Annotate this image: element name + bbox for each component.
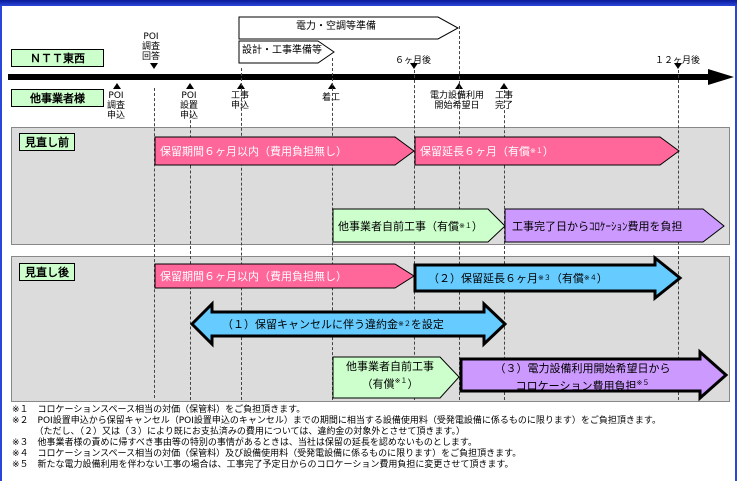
footnote-1: ※１ コロケーションスペース相当の対価（保管料）をご負担頂きます。 [12, 405, 306, 415]
prep-arrows [238, 16, 460, 64]
tick-poi-survey-app [113, 83, 121, 89]
before-colo-text: 工事完了日からｺﾛｹｰｼｮﾝ費用を負担 [512, 219, 683, 233]
footnote-3: ※３ 他事業者様の責めに帰すべき事由等の特別の事情があるときは、当社は保留の延長… [12, 438, 478, 448]
after-colo-text: （３）電力設備利用開始希望日から コロケーション費用負担※５ [494, 362, 671, 393]
top-border [0, 0, 737, 6]
before-reserve-arrow [154, 136, 415, 166]
before-selfwork-arrow [332, 208, 506, 243]
ntt-badge: ＮＴＴ東西 [11, 49, 104, 67]
before-extend-text: 保留延長６ヶ月（有償※１） [420, 145, 554, 158]
design-prep-label: 設計・工事準備等 [242, 45, 322, 56]
guide-poi-reply [154, 88, 155, 398]
label-work-app: 工事 申込 [231, 91, 250, 111]
footnote-2-note: （ただし、（２）又は（３）により既にお支払済みの費用については、違約金の対象外と… [12, 427, 465, 437]
label-start: 着工 [322, 93, 341, 103]
guide-poi-install [190, 100, 191, 400]
left-border [0, 6, 2, 481]
after-title: 見直し後 [19, 263, 75, 281]
before-extend-arrow [414, 136, 680, 166]
footnotes: ※１ コロケーションスペース相当の対価（保管料）をご負担頂きます。 ※２ POI… [12, 405, 732, 471]
before-selfwork-text: 他事業者自前工事（有償※１） [338, 219, 483, 233]
footnote-2: ※２ POI設置申込から保留キャンセル（POI設置申込のキャンセル）までの期間に… [12, 416, 661, 426]
tick-poi-reply [150, 63, 158, 69]
right-border [735, 6, 737, 481]
label-6m: ６ヶ月後 [395, 56, 432, 66]
after-extend-arrow [413, 254, 683, 302]
before-reserve-text: 保留期間６ヶ月以内（費用負担無し） [160, 145, 347, 158]
timeline-arrow [8, 69, 734, 85]
guide-work-done [504, 90, 505, 400]
guide-work-app [241, 68, 242, 400]
after-selfwork-text: 他事業者自前工事 （有償※１） [346, 360, 434, 391]
others-badge: 他事業者様 [11, 89, 104, 107]
label-poi-install-app: POI 設置 申込 [180, 91, 199, 121]
power-prep-label: 電力・空調等準備 [296, 21, 376, 32]
tick-poi-install-app [186, 83, 194, 89]
tick-work-done [500, 83, 508, 89]
design-prep-arrow [238, 40, 335, 64]
tick-6m [410, 63, 418, 69]
after-penalty-arrow [189, 300, 508, 348]
label-poi-reply: POI 調査 回答 [142, 32, 161, 62]
tick-12m [674, 63, 682, 69]
label-12m: １２ヶ月後 [655, 56, 701, 66]
before-title: 見直し前 [19, 133, 75, 151]
after-colo-arrow [459, 348, 729, 402]
before-colo-arrow [504, 208, 725, 243]
label-poi-survey-app: POI 調査 申込 [107, 91, 126, 121]
after-selfwork-arrow [332, 356, 460, 399]
after-reserve-text: 保留期間６ヶ月以内（費用負担無し） [160, 270, 347, 283]
after-reserve-arrow [154, 263, 415, 289]
after-extend-text: （２）保留延長６ヶ月※３（有償※４） [428, 272, 608, 285]
footnote-4: ※４ コロケーションスペース相当の対価（保管料）及び設備使用料（受発電設備に係る… [12, 449, 522, 459]
power-prep-arrow [238, 16, 460, 40]
label-power-date: 電力設備利用 開始希望日 [430, 91, 485, 111]
footnote-5: ※５ 新たな電力設備利用を伴わない工事の場合は、工事完了予定日からのコロケーショ… [12, 460, 514, 470]
